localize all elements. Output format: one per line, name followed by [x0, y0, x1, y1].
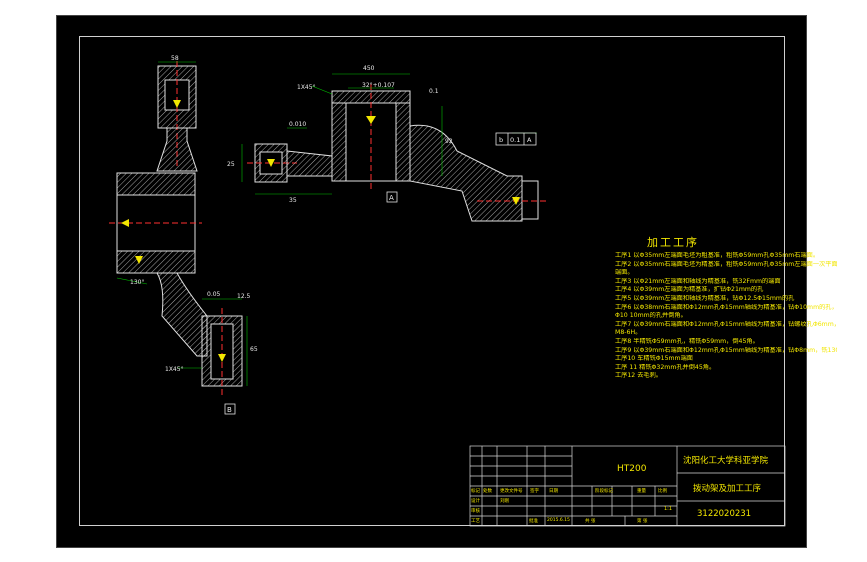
process-line: 工序6 以Φ38mm右端面和Φ12mm孔Φ15mm轴线为精基准，钻Φ10mm的孔…	[615, 303, 837, 311]
process-line: 工序4 以Φ39mm左端面为精基准，扩钻Φ21mm的孔	[615, 286, 764, 294]
svg-text:b: b	[499, 136, 503, 144]
process-line: M8-6H。	[615, 329, 642, 337]
left-view-dimensions	[116, 61, 248, 386]
datum-b: B	[227, 406, 232, 414]
dim-bottom-2: 12.5	[237, 293, 251, 300]
dim-01: 0.1	[429, 88, 439, 95]
chamfer-bottom: 1X45°	[165, 366, 184, 373]
dim-010: 0.010	[289, 121, 306, 128]
datum-b-box	[224, 403, 236, 415]
tolerance-frame	[495, 132, 537, 146]
chamfer-top: 1X45°	[297, 84, 316, 91]
process-title: 加工工序	[647, 236, 699, 249]
process-line: 工序 11 精铣Φ32mm孔并倒45角。	[615, 363, 716, 371]
process-line: 工序9 以Φ39mm右端面和Φ12mm孔Φ15mm轴线为精基准，钻Φ8mm，铣1…	[615, 346, 837, 354]
process-line: 工序3 以Φ21mm左端面和轴线为精基准，铣32Fmm的端面	[615, 277, 781, 285]
process-line: 工序2 以Φ35mm右端面毛坯为精基准，粗铣Φ59mm孔Φ35mm左端面一次平面…	[615, 260, 837, 268]
designer: 刘刚	[500, 499, 509, 504]
dim-bottom-3: 65	[250, 346, 258, 353]
process-list: 工序1 以Φ35mm左端面毛坯为粗基准，粗铣Φ59mm孔Φ35mm右端面。 工序…	[615, 252, 837, 381]
cad-drawing: 58 130° 0.05 12.5 65 1X45° B	[109, 55, 786, 527]
material: HT200	[617, 464, 647, 474]
title-block-grid	[469, 445, 786, 527]
process-line: 工序7 以Φ39mm右端面和Φ12mm孔Φ15mm轴线为精基准，钻螺纹孔Φ6mm…	[615, 320, 837, 328]
drawing-number: 3122020231	[697, 509, 752, 519]
svg-text:0.1: 0.1	[510, 136, 520, 144]
dim-right: 92	[445, 138, 453, 145]
school-name: 沈阳化工大学科亚学院	[683, 456, 769, 466]
scale: 1:1	[664, 506, 673, 512]
drawing-frame	[79, 36, 785, 526]
svg-text:A: A	[527, 136, 532, 144]
process-line: 工序5 以Φ39mm左端面和轴线为精基准，钻Φ12.5Φ15mm的孔	[615, 294, 795, 302]
dim-25: 25	[227, 161, 235, 168]
datum-a-box	[386, 191, 398, 203]
dim-top-center: 450	[363, 65, 375, 72]
dim-130: 130°	[130, 279, 144, 286]
dim-top-left: 58	[171, 55, 179, 62]
right-view-dimensions	[241, 73, 537, 195]
date: 2015.6.15	[547, 518, 570, 523]
dim-bottom-1: 0.05	[207, 291, 221, 298]
process-line: 工序1 以Φ35mm左端面毛坯为粗基准，粗铣Φ59mm孔Φ35mm右端面。	[615, 252, 820, 259]
process-line: 端面。	[615, 269, 634, 277]
part-name: 拨动架及加工工序	[693, 484, 762, 494]
datum-a: A	[389, 194, 394, 202]
drawing-viewport[interactable]: 58 130° 0.05 12.5 65 1X45° B	[56, 15, 837, 548]
left-section-view	[109, 61, 243, 396]
dim-35: 35	[289, 197, 297, 204]
process-line: Φ10 10mm的孔并倒角。	[615, 312, 687, 320]
process-line: 工序10 车精铣Φ15mm端面	[615, 355, 693, 363]
dim-32: 32°+0.107	[362, 82, 395, 89]
left-view-marks	[121, 100, 226, 362]
process-line: 工序12 去毛刺。	[615, 372, 662, 380]
right-view-marks	[267, 116, 520, 205]
process-line: 工序8 半精铣Φ59mm孔，精铣Φ59mm，倒45角。	[615, 337, 759, 345]
